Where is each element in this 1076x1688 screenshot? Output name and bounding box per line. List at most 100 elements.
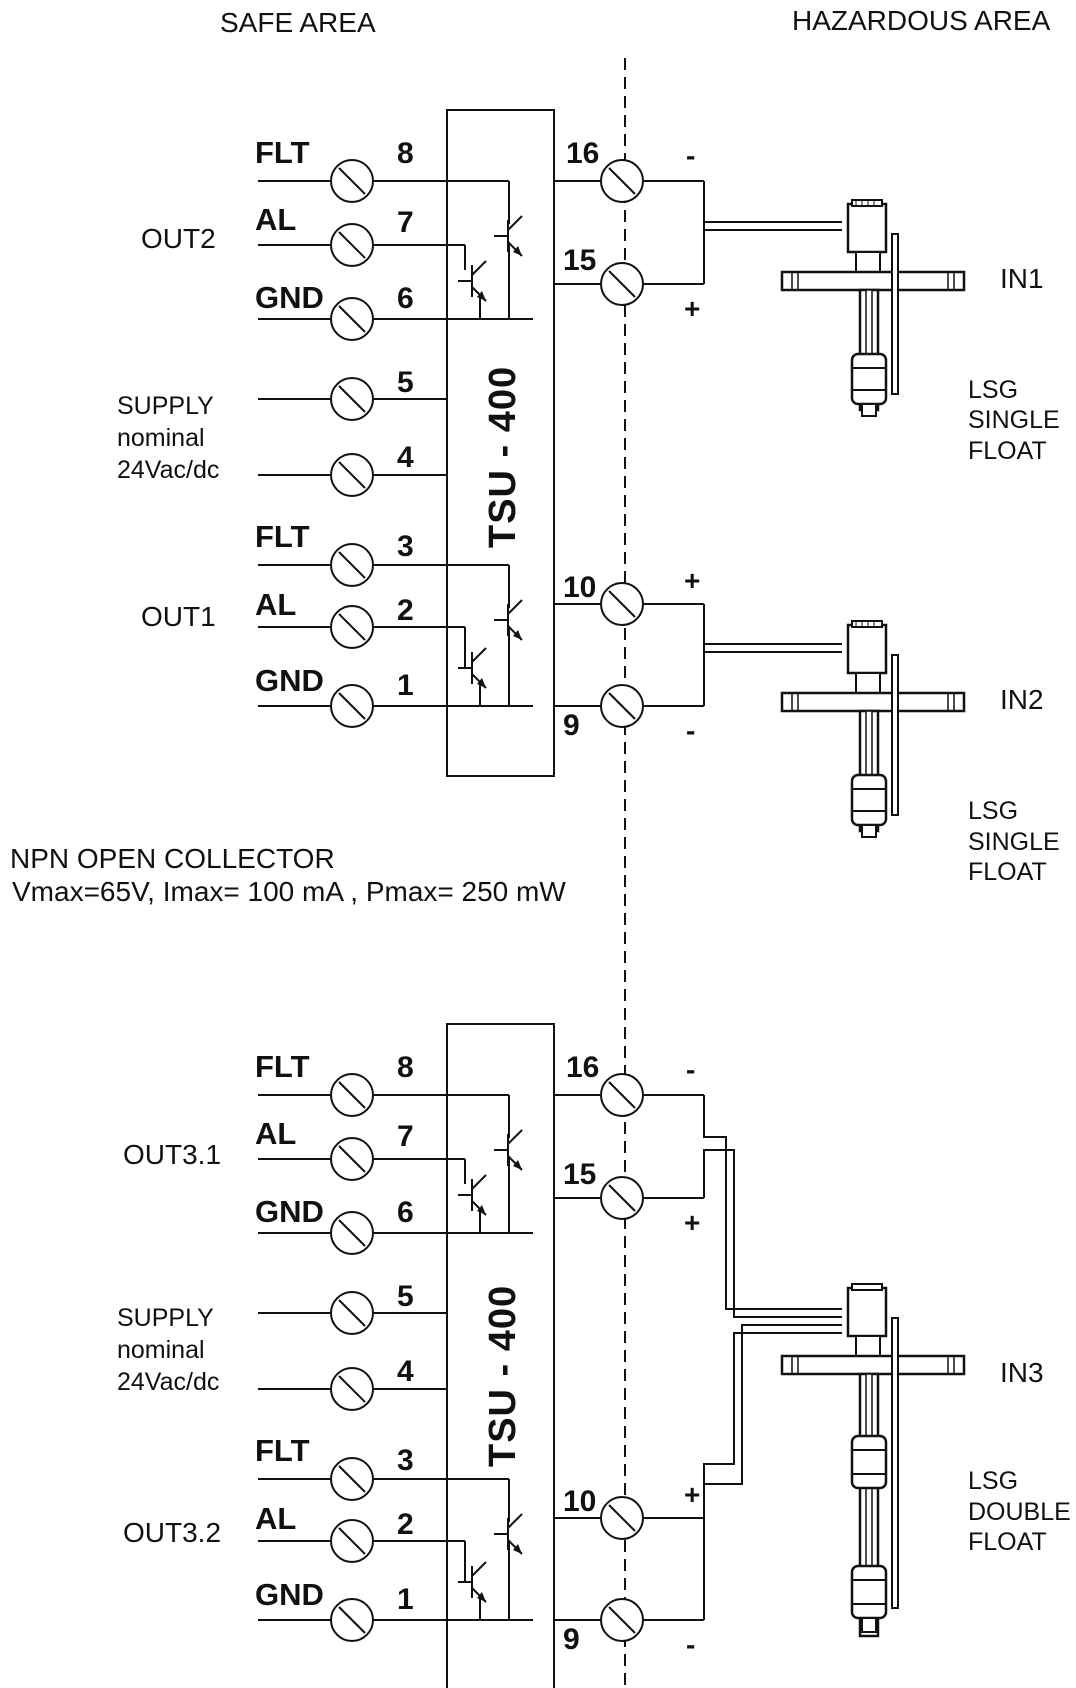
in2-type-line1: LSG: [968, 797, 1018, 825]
terminal-5-bottom: [330, 1291, 374, 1335]
polarity-10-top: +: [684, 565, 700, 596]
in2-type-line3: FLOAT: [968, 858, 1047, 886]
terminal-15-bottom: [600, 1176, 644, 1220]
in1-type-line3: FLOAT: [968, 437, 1047, 465]
pin-15-bottom: 15: [563, 1158, 596, 1191]
pin-10-top: 10: [563, 571, 596, 604]
tsu-400-box-bottom: [446, 1023, 555, 1688]
signal-gnd-top-lower: GND: [255, 663, 324, 698]
in3-type-line3: FLOAT: [968, 1528, 1047, 1556]
polarity-16-top: -: [686, 140, 695, 171]
pin-1-top: 1: [397, 669, 414, 702]
in3-type-line1: LSG: [968, 1467, 1018, 1495]
terminal-6-top: [330, 297, 374, 341]
npn-note-line2: Vmax=65V, Imax= 100 mA , Pmax= 250 mW: [12, 876, 566, 907]
npn-note-line1: NPN OPEN COLLECTOR: [10, 843, 335, 874]
pin-3-top: 3: [397, 530, 414, 563]
tsu-400-box-top: [446, 109, 555, 777]
signal-gnd-bottom-upper: GND: [255, 1194, 324, 1229]
pin-5-bottom: 5: [397, 1280, 414, 1313]
terminal-6-bottom: [330, 1211, 374, 1255]
polarity-9-top: -: [686, 715, 695, 746]
pin-4-bottom: 4: [397, 1355, 414, 1388]
supply-voltage-bottom: 24Vac/dc: [117, 1368, 219, 1396]
input-in1-label: IN1: [1000, 263, 1044, 294]
polarity-16-bottom: -: [686, 1054, 695, 1085]
pin-10-bottom: 10: [563, 1485, 596, 1518]
signal-flt-bottom-lower: FLT: [255, 1433, 310, 1468]
signal-flt-top-lower: FLT: [255, 519, 310, 554]
polarity-15-top: +: [684, 293, 700, 324]
device-label-bottom: TSU - 400: [482, 1285, 524, 1467]
terminal-4-top: [330, 453, 374, 497]
terminal-4-bottom: [330, 1367, 374, 1411]
supply-voltage-top: 24Vac/dc: [117, 456, 219, 484]
terminal-10-top: [600, 582, 644, 626]
signal-al-top-upper: AL: [255, 202, 296, 237]
terminal-8-bottom: [330, 1073, 374, 1117]
pin-16-top: 16: [566, 137, 599, 170]
safe-area-label: SAFE AREA: [220, 7, 376, 38]
terminal-7-bottom: [330, 1137, 374, 1181]
terminal-3-top: [330, 543, 374, 587]
out1-label: OUT1: [141, 601, 216, 632]
signal-gnd-bottom-lower: GND: [255, 1577, 324, 1612]
terminal-16-bottom: [600, 1073, 644, 1117]
terminal-8-top: [330, 159, 374, 203]
terminal-5-top: [330, 377, 374, 421]
polarity-10-bottom: +: [684, 1479, 700, 1510]
top-unit: TSU - 400: [117, 109, 1060, 886]
out3-2-label: OUT3.2: [123, 1517, 221, 1548]
terminal-7-top: [330, 223, 374, 267]
device-label-top: TSU - 400: [482, 366, 524, 548]
terminal-3-bottom: [330, 1457, 374, 1501]
pin-9-bottom: 9: [563, 1623, 580, 1656]
in1-type-line1: LSG: [968, 376, 1018, 404]
terminal-15-top: [600, 262, 644, 306]
pin-16-bottom: 16: [566, 1051, 599, 1084]
out3-1-label: OUT3.1: [123, 1139, 221, 1170]
in3-type-line2: DOUBLE: [968, 1498, 1071, 1526]
in1-type-line2: SINGLE: [968, 406, 1060, 434]
signal-al-bottom-upper: AL: [255, 1116, 296, 1151]
hazardous-area-label: HAZARDOUS AREA: [792, 5, 1051, 36]
polarity-15-bottom: +: [684, 1207, 700, 1238]
terminal-2-top: [330, 605, 374, 649]
signal-flt-bottom-upper: FLT: [255, 1049, 310, 1084]
in2-type-line2: SINGLE: [968, 828, 1060, 856]
terminal-1-bottom: [330, 1598, 374, 1642]
polarity-9-bottom: -: [686, 1629, 695, 1660]
signal-flt-top-upper: FLT: [255, 135, 310, 170]
pin-7-top: 7: [397, 206, 414, 239]
input-in3-label: IN3: [1000, 1357, 1044, 1388]
pin-9-top: 9: [563, 709, 580, 742]
bottom-unit: TSU - 400: [117, 1023, 1071, 1688]
terminal-1-top: [330, 684, 374, 728]
supply-nominal-bottom: nominal: [117, 1336, 205, 1364]
signal-al-bottom-lower: AL: [255, 1501, 296, 1536]
pin-4-top: 4: [397, 441, 414, 474]
signal-gnd-top-upper: GND: [255, 280, 324, 315]
terminal-9-bottom: [600, 1598, 644, 1642]
terminal-10-bottom: [600, 1496, 644, 1540]
pin-2-top: 2: [397, 594, 414, 627]
pin-3-bottom: 3: [397, 1444, 414, 1477]
terminal-9-top: [600, 684, 644, 728]
sensor-in3: [780, 1282, 966, 1638]
input-in2-label: IN2: [1000, 684, 1044, 715]
pin-8-bottom: 8: [397, 1051, 414, 1084]
sensor-in1: [780, 198, 966, 418]
terminal-2-bottom: [330, 1519, 374, 1563]
sensor-in2: [780, 619, 966, 839]
supply-label-top: SUPPLY: [117, 392, 214, 420]
pin-6-top: 6: [397, 282, 414, 315]
pin-1-bottom: 1: [397, 1583, 414, 1616]
terminal-16-top: [600, 159, 644, 203]
pin-2-bottom: 2: [397, 1508, 414, 1541]
out2-label: OUT2: [141, 223, 216, 254]
supply-nominal-top: nominal: [117, 424, 205, 452]
pin-5-top: 5: [397, 366, 414, 399]
pin-15-top: 15: [563, 244, 596, 277]
supply-label-bottom: SUPPLY: [117, 1304, 214, 1332]
